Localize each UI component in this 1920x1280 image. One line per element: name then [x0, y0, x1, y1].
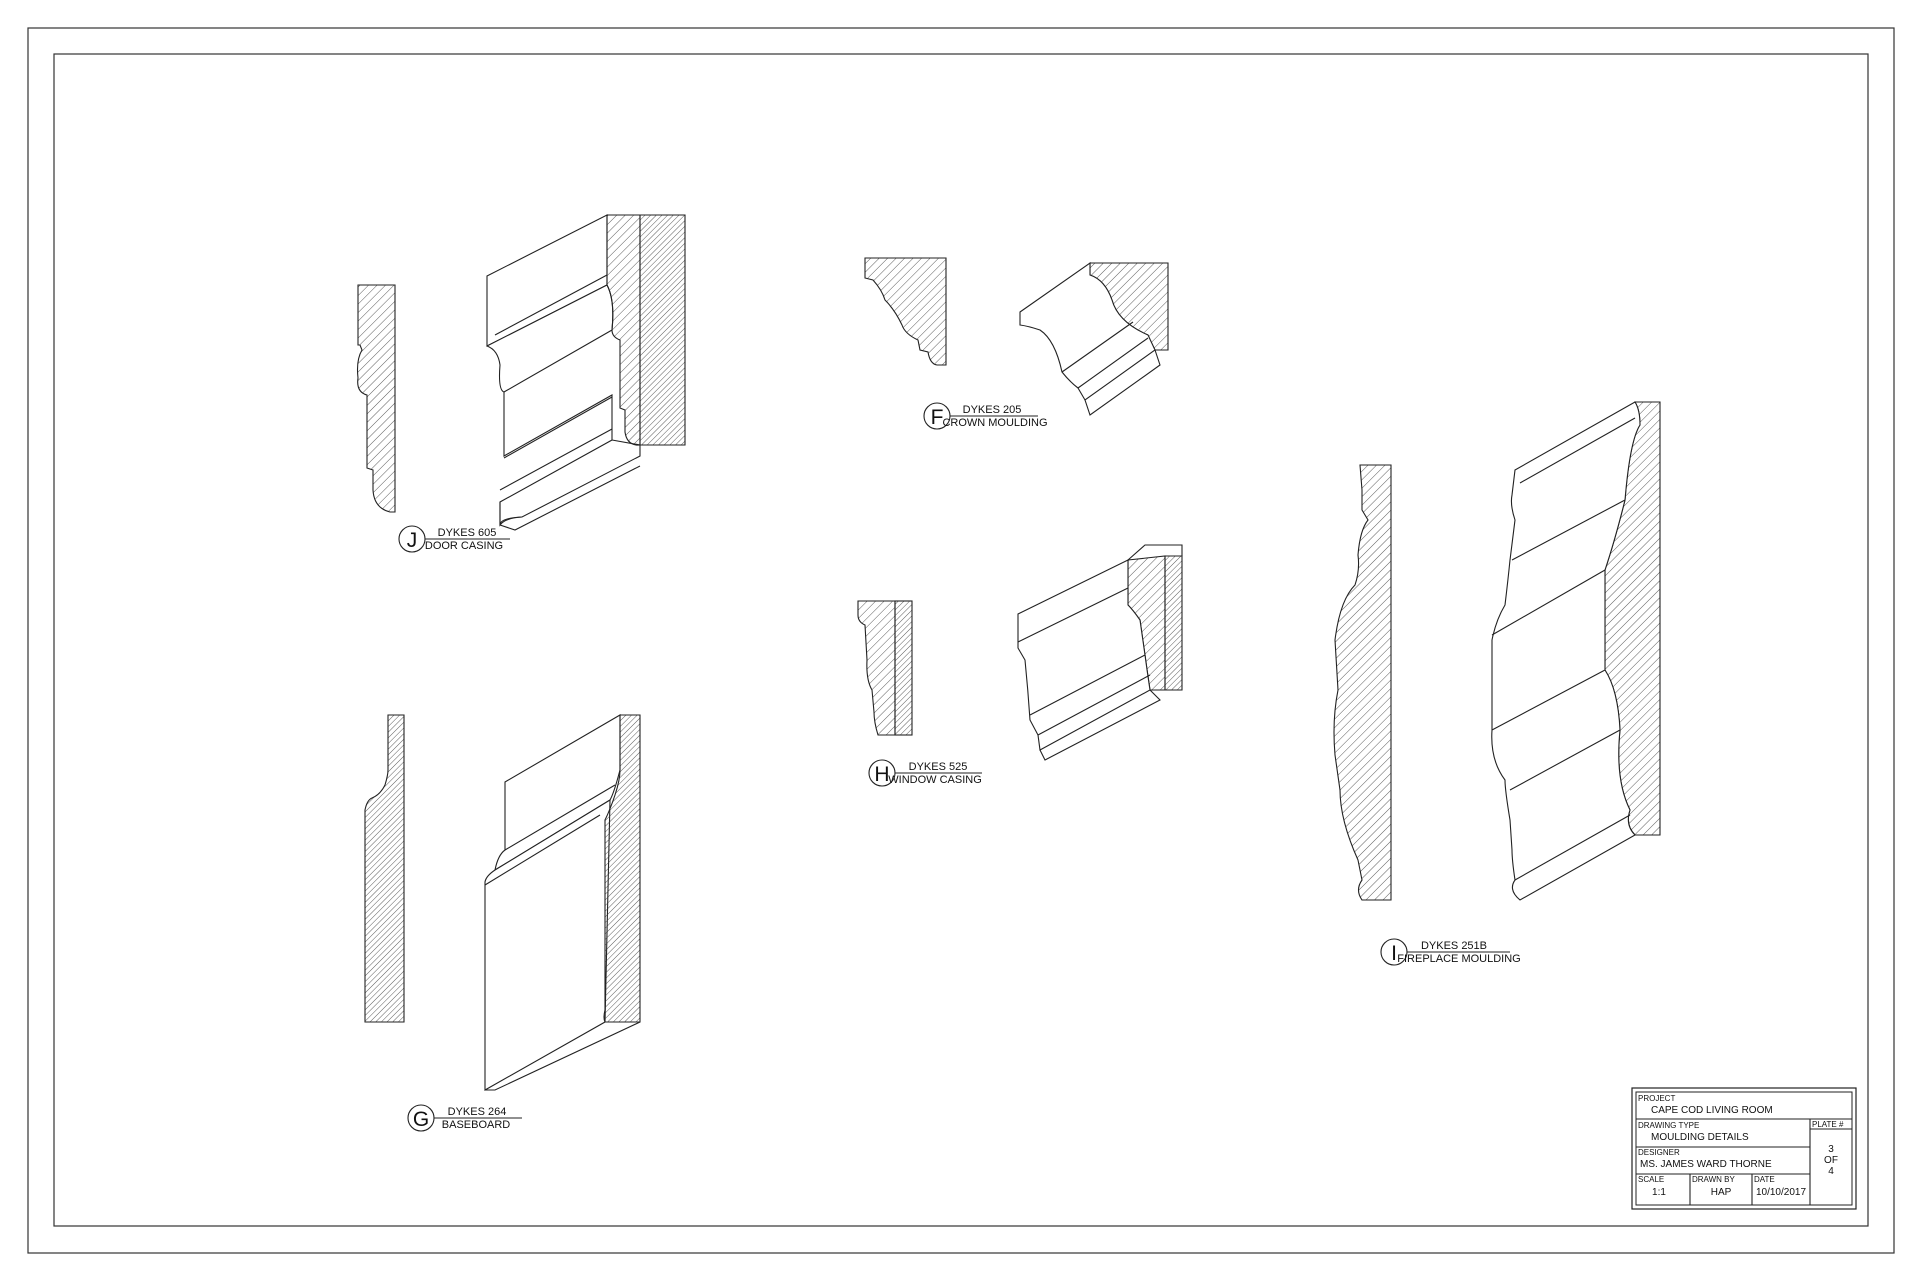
- detail-f-name: CROWN MOULDING: [942, 417, 1047, 429]
- designer-value: MS. JAMES WARD THORNE: [1640, 1159, 1772, 1170]
- baseboard-iso: [484, 714, 641, 1091]
- detail-h-letter: H: [874, 763, 889, 786]
- detail-i-name: FIREPLACE MOULDING: [1397, 953, 1520, 965]
- designer-label: DESIGNER: [1638, 1148, 1680, 1157]
- detail-h-window-casing: H DYKES 525 WINDOW CASING: [857, 544, 1183, 787]
- plate-total: 4: [1828, 1166, 1834, 1177]
- detail-j-number: DYKES 605: [438, 527, 497, 539]
- detail-f-letter: F: [931, 406, 944, 429]
- detail-g-baseboard: G DYKES 264 BASEBOARD: [364, 714, 641, 1132]
- inner-border: [53, 53, 1869, 1227]
- detail-g-name: BASEBOARD: [442, 1119, 511, 1131]
- fireplace-moulding-iso: [1491, 401, 1661, 901]
- detail-i-letter: I: [1391, 942, 1397, 965]
- door-casing-section: [356, 284, 396, 513]
- fireplace-moulding-section: [1333, 464, 1392, 901]
- scale-label: SCALE: [1638, 1175, 1664, 1184]
- drawing-type-label: DRAWING TYPE: [1638, 1121, 1699, 1130]
- date-value: 10/10/2017: [1756, 1187, 1806, 1198]
- project-label: PROJECT: [1638, 1094, 1675, 1103]
- drawn-by-label: DRAWN BY: [1692, 1175, 1735, 1184]
- baseboard-section: [364, 714, 405, 1023]
- window-casing-iso: [1017, 544, 1183, 761]
- detail-g-number: DYKES 264: [448, 1106, 507, 1118]
- window-casing-section: [857, 600, 896, 736]
- door-casing-iso: [486, 214, 686, 531]
- drawn-by-value: HAP: [1711, 1187, 1732, 1198]
- outer-border: [27, 27, 1895, 1254]
- detail-i-number: DYKES 251B: [1421, 940, 1487, 952]
- scale-value: 1:1: [1652, 1187, 1666, 1198]
- crown-moulding-iso: [1019, 261, 1169, 416]
- drawing-type-value: MOULDING DETAILS: [1651, 1132, 1749, 1143]
- crown-moulding-section: [864, 257, 947, 366]
- detail-i-fireplace-moulding: I DYKES 251B FIREPLACE MOULDING: [1333, 401, 1661, 966]
- detail-f-number: DYKES 205: [963, 404, 1022, 416]
- date-label: DATE: [1754, 1175, 1775, 1184]
- detail-j-letter: J: [407, 529, 418, 552]
- plate-of: OF: [1824, 1155, 1838, 1166]
- detail-h-name: WINDOW CASING: [888, 774, 982, 786]
- plate-number: 3: [1828, 1144, 1834, 1155]
- title-block: PROJECT CAPE COD LIVING ROOM DRAWING TYP…: [1631, 1087, 1857, 1210]
- detail-h-number: DYKES 525: [909, 761, 968, 773]
- detail-j-name: DOOR CASING: [425, 540, 503, 552]
- project-value: CAPE COD LIVING ROOM: [1651, 1105, 1773, 1116]
- detail-g-letter: G: [413, 1108, 429, 1131]
- plate-label: PLATE #: [1812, 1120, 1844, 1129]
- detail-j-door-casing: J DYKES 605 DOOR CASING: [356, 214, 686, 553]
- detail-f-crown-moulding: F DYKES 205 CROWN MOULDING: [864, 257, 1169, 430]
